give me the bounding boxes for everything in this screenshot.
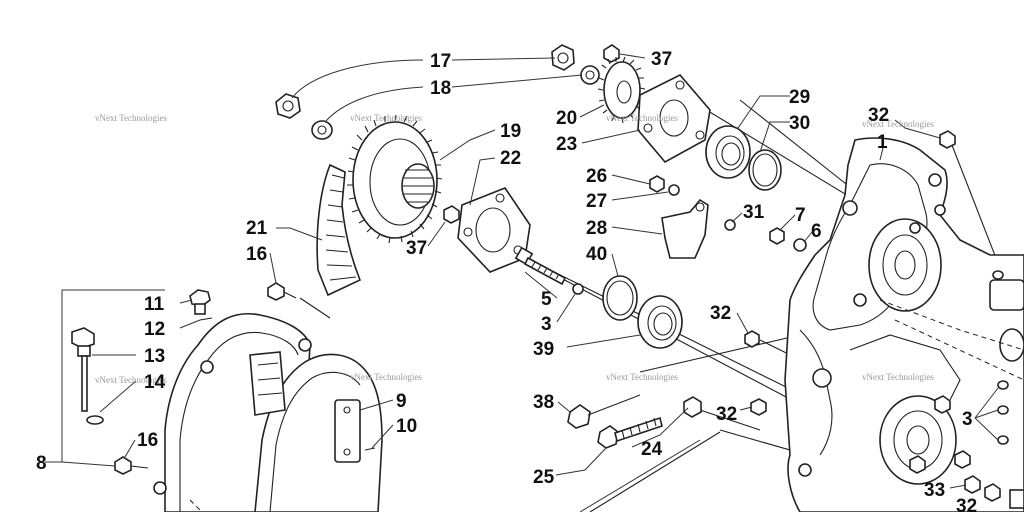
watermark-text: vNext Technologies [95,113,167,123]
upper-shaft-parts [551,44,782,191]
callout-label: 21 [246,218,268,239]
callout-label: 7 [795,205,806,226]
callout-label: 19 [500,121,521,142]
callout-label: 12 [144,319,165,340]
callout-label: 32 [716,404,737,425]
callout-label: 30 [789,113,810,134]
watermark-text: vNext Technologies [95,375,167,385]
callout-label: 23 [556,134,577,155]
housing-fasteners [909,130,1024,509]
callout-label: 38 [533,392,554,413]
callout-label: 37 [406,238,427,259]
callout-label: 8 [36,453,47,474]
callout-label: 27 [586,191,607,212]
callout-label: 20 [556,108,577,129]
callout-label: 31 [743,202,765,223]
callout-label: 16 [137,430,158,451]
watermark-text: vNext Technologies [350,372,422,382]
lower-bolts [567,394,767,449]
drive-chain [316,163,362,297]
callout-label: 18 [430,78,451,99]
callout-labels: 17 18 37 20 23 29 30 32 1 19 22 26 27 28… [36,49,977,512]
watermark-text: vNext Technologies [606,372,678,382]
callout-label: 16 [246,244,267,265]
callout-label: 25 [533,467,555,488]
tensioner-parts [649,175,807,348]
drive-gear [347,114,443,244]
inner-cover [249,351,383,512]
callout-label: 40 [586,244,607,265]
watermark-text: vNext Technologies [350,113,422,123]
callout-label: 24 [641,439,663,460]
callout-label: 32 [710,303,731,324]
left-nut-washer [275,93,333,140]
lower-shaft-parts [514,246,683,349]
callout-label: 33 [924,480,945,501]
gearcase-housing [784,137,1024,512]
callout-label: 13 [144,346,165,367]
callout-label: 1 [877,132,888,153]
callout-label: 3 [541,314,552,335]
callout-label: 37 [651,49,672,70]
callout-label: 26 [586,166,607,187]
callout-label: 6 [811,221,822,242]
watermark-text: vNext Technologies [862,372,934,382]
callout-label: 14 [144,372,166,393]
watermark-text: vNext Technologies [606,113,678,123]
callout-label: 9 [396,391,407,412]
leader-lines [45,53,999,512]
callout-label: 32 [956,496,977,512]
callout-label: 5 [541,289,552,310]
callout-label: 10 [396,416,417,437]
callout-label: 28 [586,218,607,239]
callout-label: 29 [789,87,810,108]
callout-label: 3 [962,409,973,430]
callout-label: 17 [430,51,451,72]
callout-label: 11 [144,294,165,315]
watermark-text: vNext Technologies [862,119,934,129]
callout-label: 22 [500,148,521,169]
callout-label: 32 [868,105,889,126]
watermarks: vNext Technologies vNext Technologies vN… [95,113,934,385]
callout-label: 39 [533,339,554,360]
